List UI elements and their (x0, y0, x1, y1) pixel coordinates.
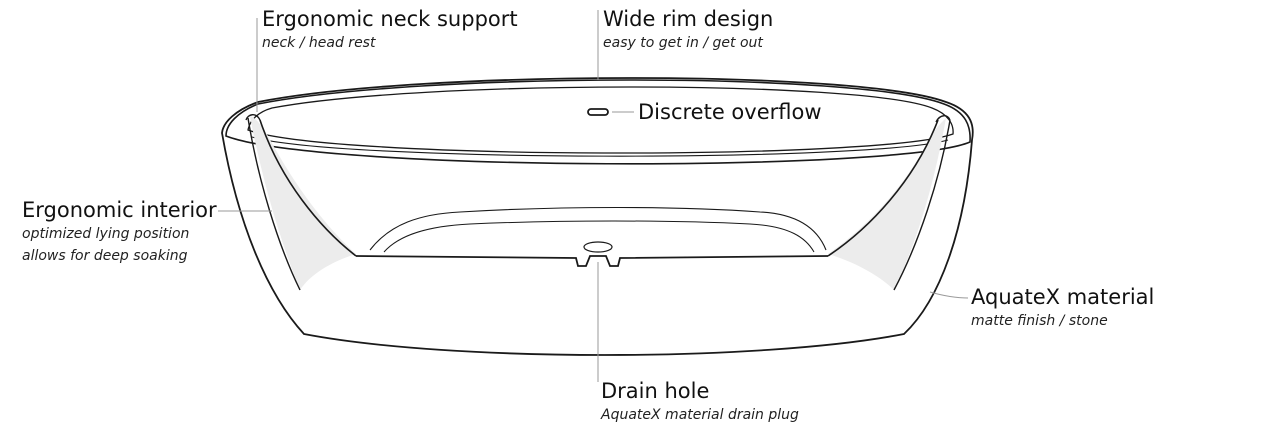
tub-floor-profile (355, 255, 829, 267)
callout-overflow: Discrete overflow (638, 99, 822, 125)
drain-hole-shape (583, 241, 613, 253)
callout-wide-rim: Wide rim design easy to get in / get out (603, 6, 773, 54)
right-cutaway-outer-edge (893, 119, 951, 291)
drain-title: Drain hole (601, 379, 710, 403)
neck-support-subtitle: neck / head rest (262, 35, 376, 51)
tub-rim-inner (247, 86, 954, 154)
interior-subtitle-2: allows for deep soaking (22, 248, 188, 264)
leader-material (929, 291, 969, 299)
callout-neck-support: Ergonomic neck support neck / head rest (262, 6, 518, 54)
tub-outer-body (221, 77, 974, 356)
right-cutaway-inner-edge (827, 119, 939, 257)
tub-rim-line (251, 136, 949, 157)
drain-subtitle: AquateX material drain plug (601, 407, 799, 423)
right-cutaway-top (935, 115, 951, 123)
interior-subtitle: optimized lying position (22, 226, 190, 242)
wide-rim-subtitle: easy to get in / get out (603, 35, 763, 51)
left-cutaway-shade (250, 116, 356, 290)
tub-rim-outer (225, 79, 971, 165)
wide-rim-title: Wide rim design (603, 7, 774, 31)
left-cutaway-outer-edge (247, 117, 301, 291)
overflow-slot-shape (587, 108, 609, 116)
tub-floor-inner (369, 206, 827, 251)
tub-floor-inner-2 (383, 220, 815, 253)
material-title: AquateX material (971, 285, 1155, 309)
callout-drain: Drain hole AquateX material drain plug (601, 378, 799, 426)
callout-interior: Ergonomic interior optimized lying posit… (22, 197, 217, 267)
interior-title: Ergonomic interior (22, 198, 217, 222)
left-cutaway-top (245, 114, 261, 121)
material-subtitle: matte finish / stone (971, 313, 1108, 329)
callout-material: AquateX material matte finish / stone (971, 284, 1154, 332)
neck-support-title: Ergonomic neck support (262, 7, 518, 31)
left-cutaway-inner-edge (259, 119, 357, 257)
overflow-title: Discrete overflow (638, 100, 822, 124)
